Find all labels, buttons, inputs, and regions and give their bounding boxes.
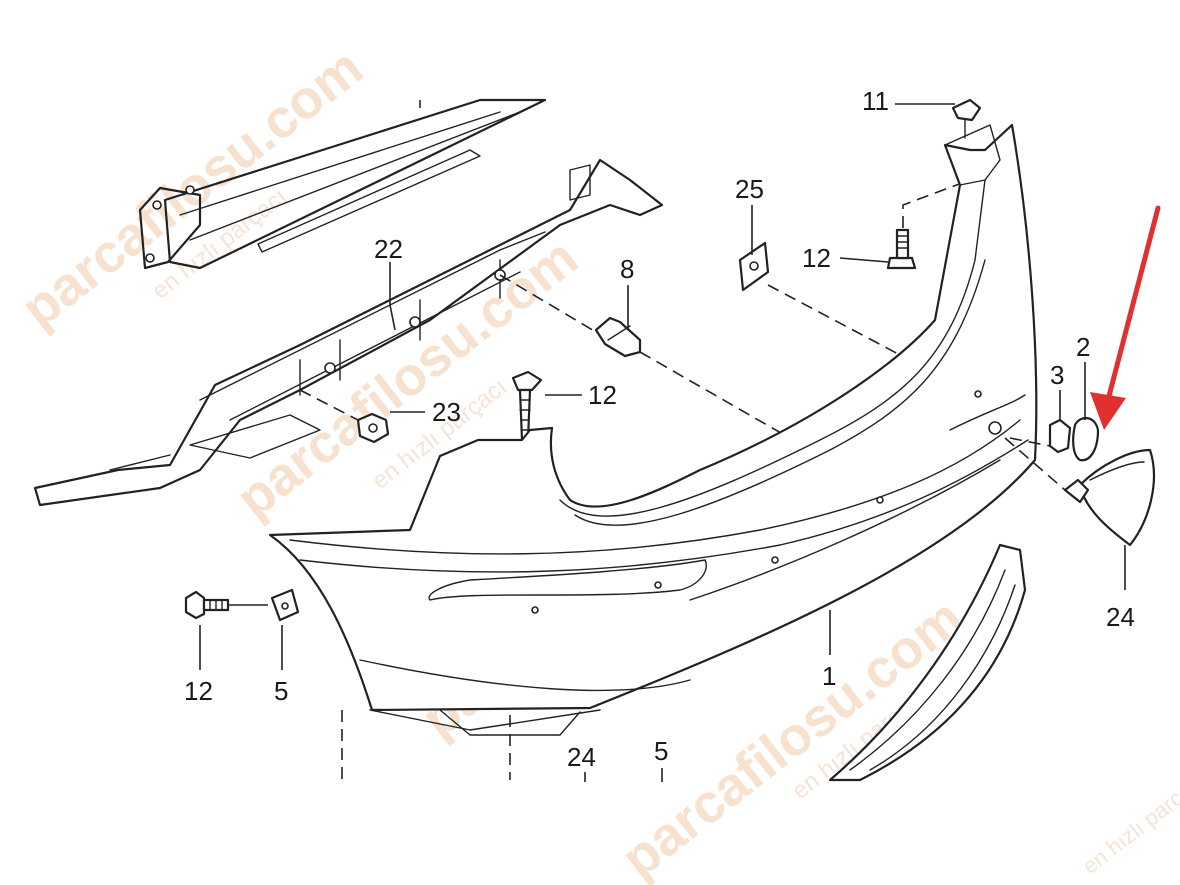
callout-8: 8 [620, 254, 634, 284]
callout-12-top: 12 [802, 243, 831, 273]
rear-bumper-cover-part-1 [268, 123, 1038, 736]
callout-12-left: 12 [184, 676, 213, 706]
bracket-part-5-left [270, 588, 300, 622]
callout-12-mid: 12 [588, 380, 617, 410]
bumper-carrier-part-22 [33, 158, 664, 507]
leader-lines [199, 103, 1126, 782]
callout-11: 11 [862, 86, 889, 116]
bolt-part-12-left [184, 590, 230, 620]
bumper-reinforcement-bar [138, 98, 547, 270]
red-arrow-indicator [1090, 205, 1161, 430]
callout-2: 2 [1076, 332, 1090, 362]
bracket-part-25 [738, 241, 986, 401]
callout-23: 23 [432, 397, 461, 427]
nut-part-23 [299, 389, 390, 444]
bolt-part-12-top [886, 179, 971, 270]
reflector-part-24 [1004, 437, 1156, 547]
watermark-tagline: en hızlı parçacı [1078, 767, 1180, 879]
callout-24-right: 24 [1106, 602, 1135, 632]
lower-diffuser-trim [828, 543, 1027, 782]
callout-1: 1 [822, 661, 836, 691]
callout-5-left: 5 [274, 676, 288, 706]
cap-part-2 [1072, 417, 1100, 462]
callout-24-bottom: 24 [567, 742, 596, 772]
callout-25: 25 [735, 174, 764, 204]
callout-3: 3 [1050, 360, 1064, 390]
callout-22: 22 [374, 234, 403, 264]
clip-part-8 [499, 274, 916, 511]
callout-5-bottom: 5 [654, 736, 668, 766]
callout-labels: 22 8 25 12 11 12 23 3 2 24 1 12 5 24 5 [184, 86, 1135, 772]
clip-part-11 [951, 98, 982, 139]
